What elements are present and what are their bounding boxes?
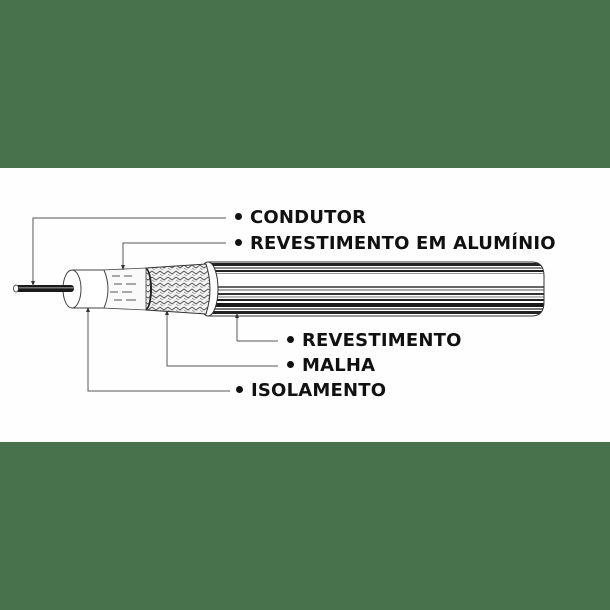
bullet-icon	[235, 213, 242, 220]
label-isolamento: ISOLAMENTO	[236, 381, 386, 401]
label-malha: MALHA	[287, 356, 375, 376]
bullet-icon	[287, 361, 294, 368]
label-revestimento-aluminio: REVESTIMENTO EM ALUMÍNIO	[235, 234, 556, 254]
label-condutor: CONDUTOR	[235, 208, 366, 228]
background-band-top	[0, 0, 610, 168]
background-band-bottom	[0, 442, 610, 610]
bullet-icon	[236, 386, 243, 393]
bullet-icon	[235, 239, 242, 246]
bullet-icon	[287, 336, 294, 343]
label-revestimento: REVESTIMENTO	[287, 331, 462, 351]
outer-jacket	[208, 262, 544, 316]
